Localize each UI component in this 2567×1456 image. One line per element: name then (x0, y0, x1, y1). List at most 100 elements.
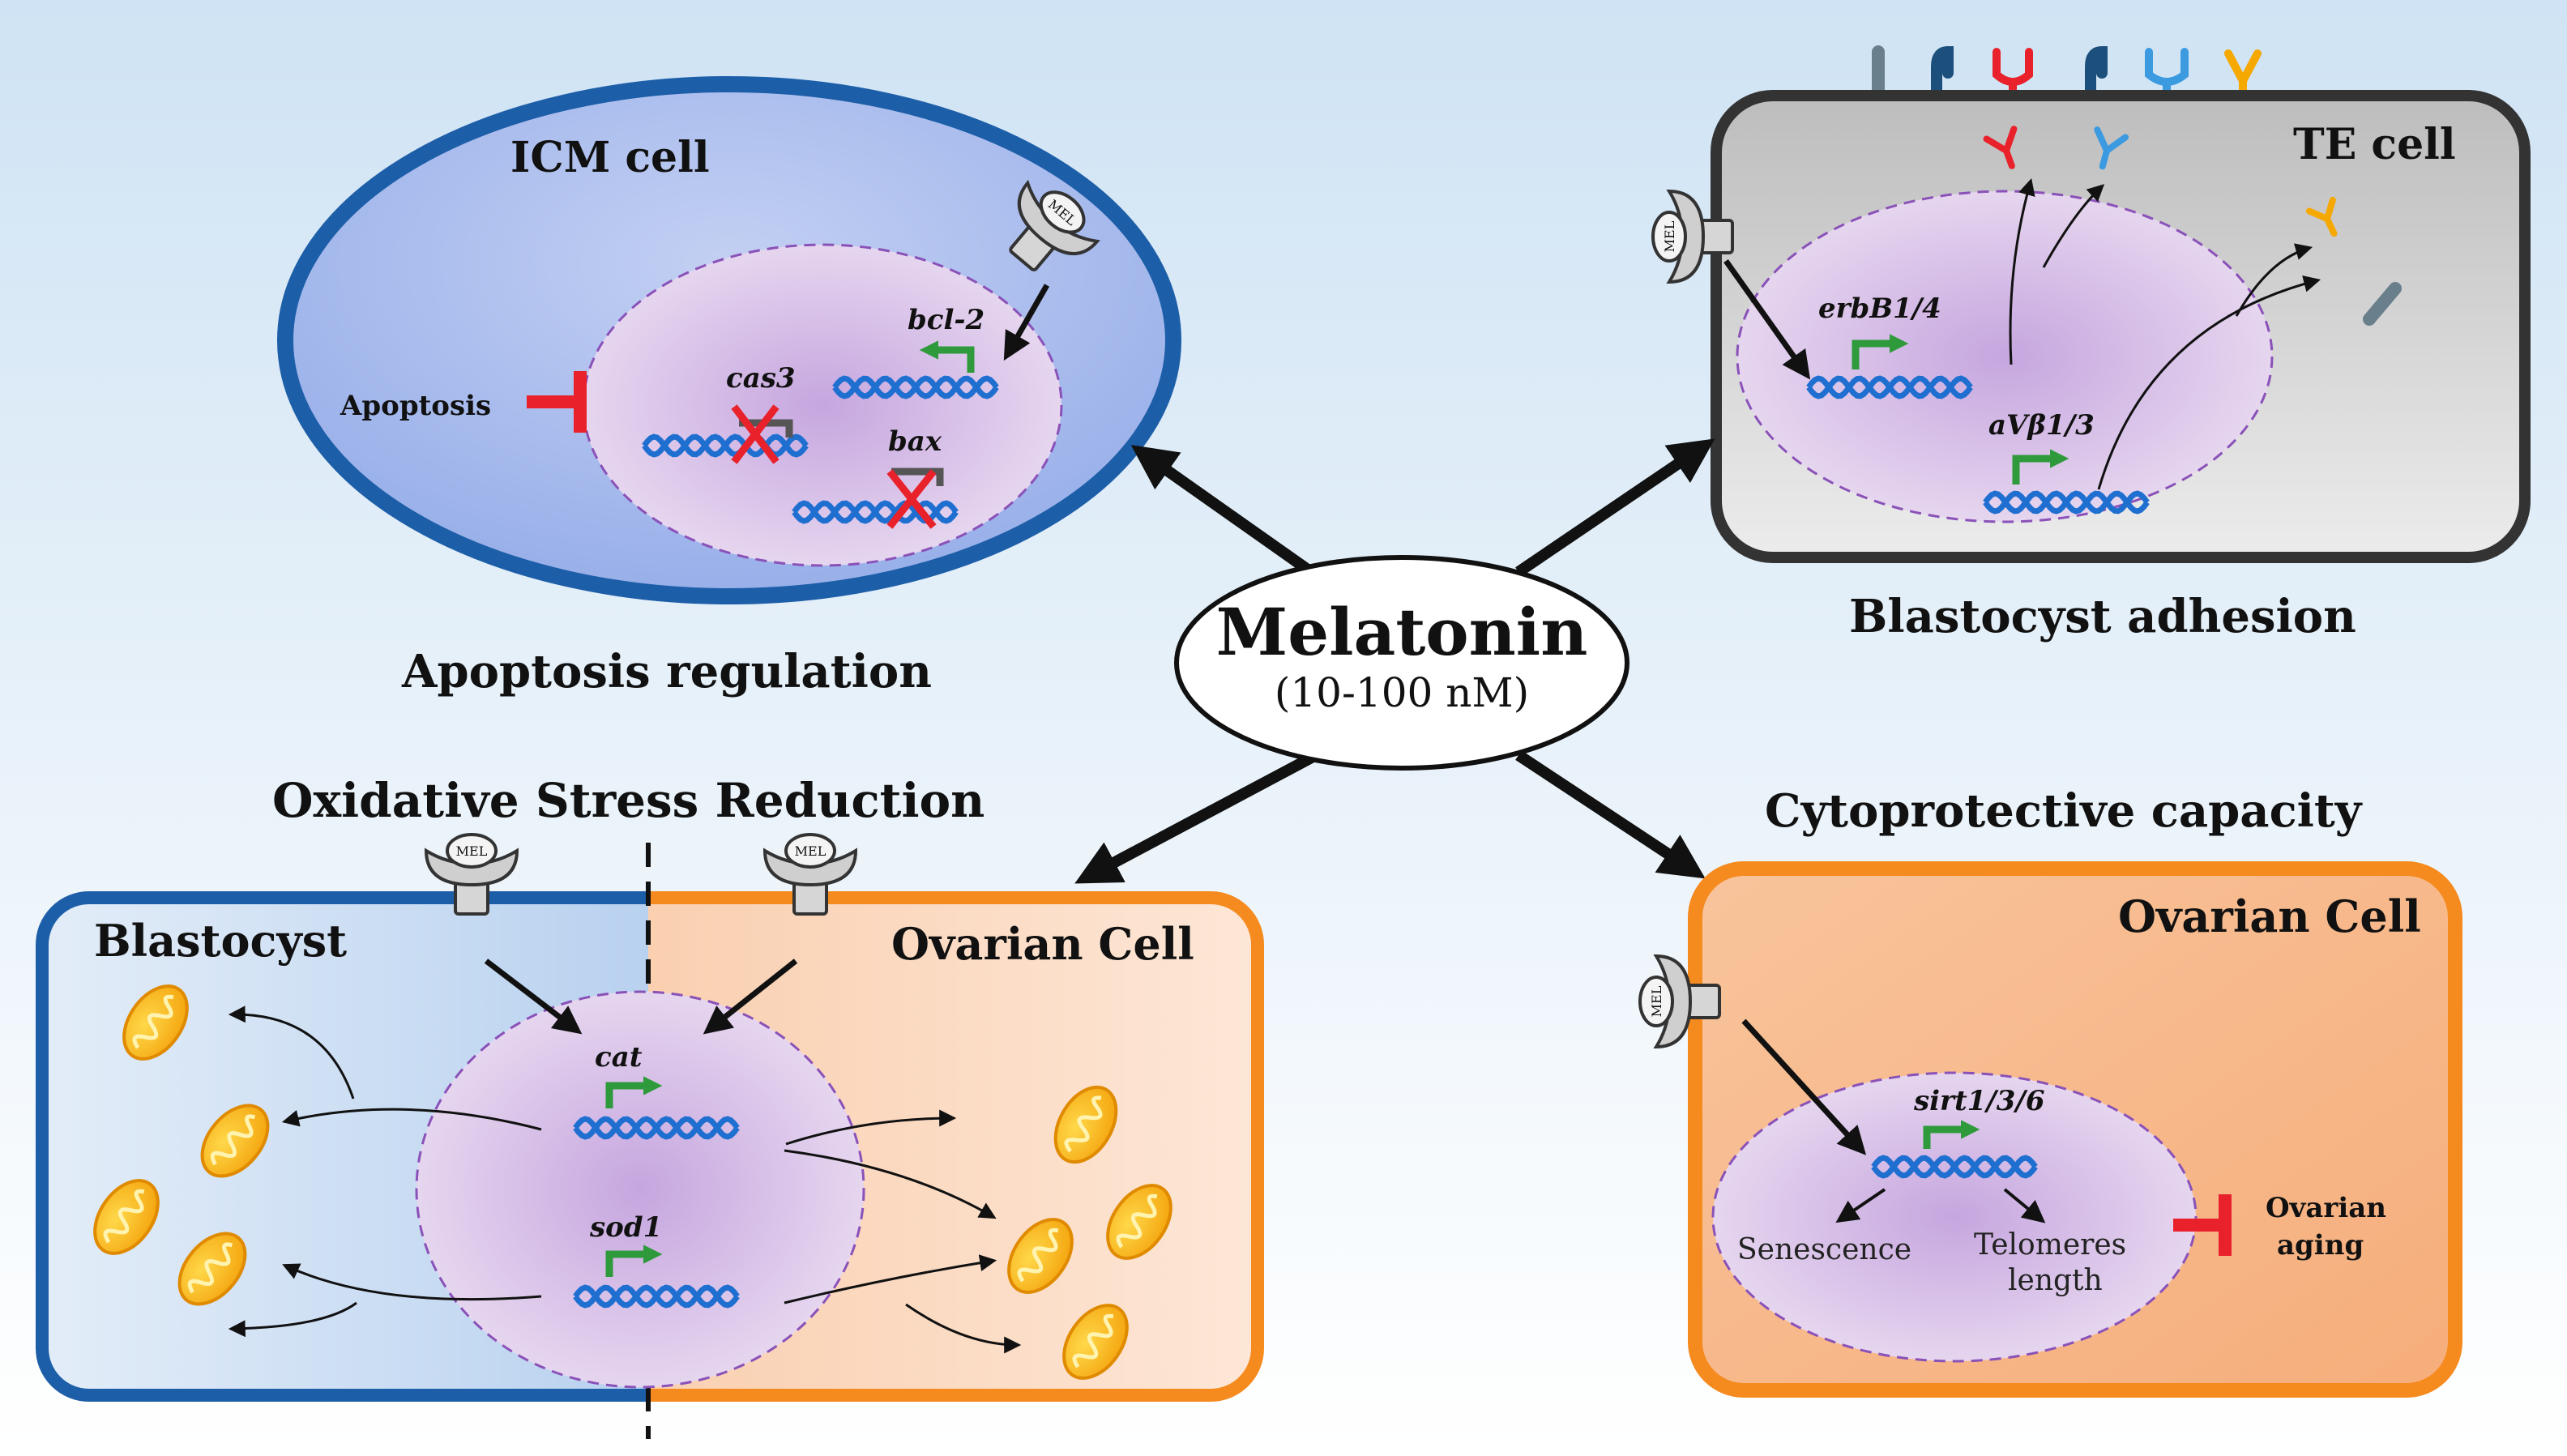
secretion-arrow (2235, 243, 2313, 317)
mitochondrion-icon (200, 1104, 270, 1178)
receptor-text: MEL (795, 843, 826, 859)
dna-strand (832, 375, 999, 399)
gene-label-bax: bax (888, 425, 942, 458)
gene-cas3: cas3 (642, 362, 809, 464)
melatonin-receptor-icon: MEL (1638, 954, 1721, 1049)
dna-strand (1871, 1155, 2038, 1179)
signal-arrow (1723, 258, 1811, 380)
secretion-arrow (2097, 275, 2321, 490)
gene-activation-arrow-icon (605, 1245, 663, 1277)
gene-label-integrin: aVβ1/3 (1988, 409, 2095, 442)
gene-sod1: sod1 (573, 1211, 740, 1309)
gene-label-sirt: sirt1/3/6 (1913, 1085, 2044, 1117)
gene-label-bcl2: bcl-2 (908, 304, 985, 336)
oxidative-panel: Oxidative Stress Reduction Blastocyst Ov… (36, 773, 1264, 1439)
melatonin-name: Melatonin (1216, 594, 1588, 670)
gene-activation-arrow-icon (605, 1076, 663, 1108)
oxidative-nucleus (415, 990, 865, 1389)
aging-inhibition-icon (2173, 1194, 2232, 1256)
secretion-arrow (2042, 184, 2105, 268)
mitochondrion-cristae (1116, 1193, 1158, 1249)
apoptosis-label: Apoptosis (340, 390, 491, 422)
senescence-arrow (1835, 1188, 1886, 1223)
icm-panel: ICM cell Apoptosis Apoptosis regulation … (277, 76, 1181, 698)
mitochondrion-body (200, 1104, 270, 1178)
blocked-cross-icon (731, 404, 779, 464)
mitochondrion-icon (93, 1179, 160, 1255)
mitochondrion-icon (1007, 1218, 1074, 1294)
mitochondrion-body (1106, 1184, 1172, 1260)
dna-strand (573, 1116, 740, 1140)
mitochondrion-cristae (1064, 1095, 1103, 1153)
mitochondrion-cristae (103, 1189, 145, 1244)
dna-icon (573, 1116, 740, 1140)
melatonin-ellipse (1174, 555, 1629, 771)
mitochondrion-body (177, 1232, 247, 1306)
gene-promoter-icon (891, 468, 944, 486)
gene-activation-arrow-icon (2012, 449, 2069, 485)
cyto-title: Cytoprotective capacity (1765, 784, 2363, 838)
hub-arrow-bottom-left (1074, 748, 1322, 884)
telomeres-label-line1: Telomeres (1974, 1228, 2126, 1262)
gene-erbb: erbB1/4 (1806, 292, 1973, 399)
te-panel: TE cell MEL erbB1/4 aVβ1/3 (1651, 45, 2531, 643)
mitochondrion-cristae (132, 994, 174, 1049)
te-nucleus (1736, 190, 2274, 523)
cyto-nucleus (1711, 1071, 2198, 1363)
mitochondria-arrow (282, 1263, 542, 1301)
signal-arrow (1003, 284, 1050, 361)
melatonin-receptor-icon: MEL (1651, 189, 1734, 284)
mitochondrion-body (122, 984, 189, 1061)
secretion-arrow (2009, 177, 2035, 365)
mitochondrion-icon (1062, 1304, 1129, 1380)
released-proteins (1983, 126, 2402, 326)
gene-bax: bax (792, 425, 959, 529)
hub-arrow-top-left (1130, 445, 1331, 588)
dna-icon (573, 1284, 740, 1309)
mitochondrion-icon (1053, 1085, 1118, 1164)
telomeres-label-line2: length (2008, 1264, 2103, 1297)
gene-activation-arrow-icon (1923, 1120, 1980, 1149)
dna-icon (832, 375, 999, 399)
receptor-text: MEL (456, 843, 488, 859)
oxidative-title: Oxidative Stress Reduction (272, 773, 985, 828)
membrane-protein-icon (2363, 282, 2402, 326)
gene-label-erbb: erbB1/4 (1818, 292, 1941, 325)
mitochondria-arrow (228, 1006, 355, 1099)
melatonin-dose: (10-100 nM) (1275, 669, 1529, 716)
erb-receptor-icon (1931, 45, 1954, 114)
gene-bcl2: bcl-2 (832, 304, 999, 399)
signal-arrow (484, 959, 583, 1035)
y-ligand-icon (1983, 126, 2018, 169)
mitochondrion-icon (177, 1232, 247, 1306)
apoptosis-inhibition-icon (527, 371, 587, 433)
aging-label-line1: Ovarian (2266, 1192, 2386, 1224)
receptor-text: MEL (1662, 220, 1677, 252)
melatonin-hub: Melatonin (10-100 nM) (1074, 438, 1715, 884)
mitochondria-arrow (784, 1149, 997, 1219)
dna-icon (1806, 375, 1973, 399)
dna-icon (642, 433, 809, 458)
hub-arrow-bottom-right (1515, 750, 1706, 879)
mitochondrion-body (93, 1179, 160, 1255)
dna-icon (1871, 1155, 2038, 1179)
senescence-label: Senescence (1737, 1233, 1911, 1266)
mitochondrion-cristae (210, 1114, 256, 1166)
mitochondrion-icon (122, 984, 189, 1061)
signal-arrow (1741, 1018, 1867, 1155)
secretion-arrows (2009, 177, 2321, 490)
gene-label-cas3: cas3 (726, 362, 796, 395)
mitochondrion-body (1007, 1218, 1074, 1294)
gene-label-sod1: sod1 (589, 1211, 662, 1244)
gene-promoter-icon (739, 419, 793, 438)
hub-arrow-top-right (1515, 438, 1715, 577)
dna-strand (642, 433, 809, 458)
ovarian-label-oxidative: Ovarian Cell (891, 918, 1194, 970)
mitochondrion-body (1062, 1304, 1129, 1380)
mitochondria-arrow (905, 1303, 1022, 1354)
gene-integrin: aVβ1/3 (1983, 409, 2150, 515)
mitochondrion-cristae (1017, 1228, 1059, 1283)
y-ligand-icon (2094, 126, 2129, 170)
